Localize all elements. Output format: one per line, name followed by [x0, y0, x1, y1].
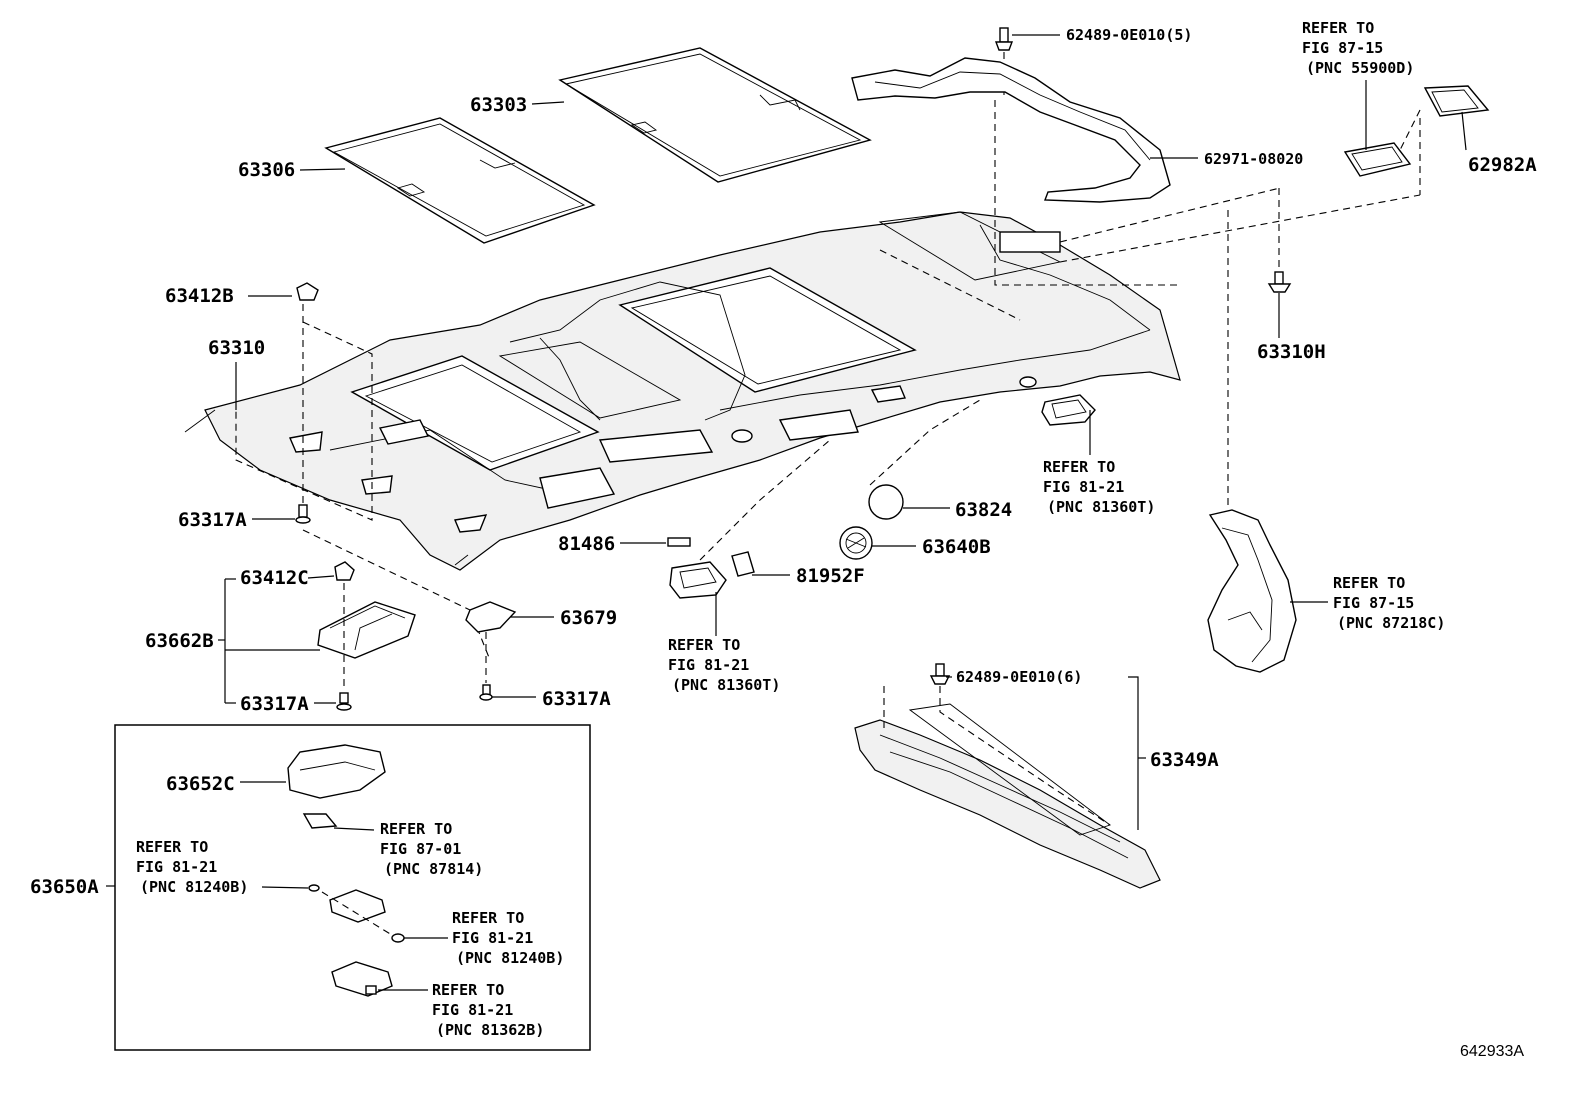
refer-pnc: (PNC 87218C) — [1337, 614, 1445, 632]
part-number-63412B: 63412B — [165, 285, 234, 307]
refer-fig: FIG 81-21 — [136, 858, 217, 876]
refer-fig: FIG 81-21 — [1043, 478, 1124, 496]
refer-pnc: (PNC 81362B) — [436, 1021, 544, 1039]
clip-81486[interactable] — [667, 537, 691, 547]
clip-62489-6[interactable] — [929, 663, 951, 685]
part-number-63317A-1: 63317A — [178, 509, 247, 531]
refer-label: REFER TO — [380, 820, 452, 838]
refer-pnc: (PNC 81360T) — [672, 676, 780, 694]
refer-note-55900D: REFER TO FIG 87-15 (PNC 55900D) — [1302, 19, 1414, 77]
refer-note-81360T-center: REFER TO FIG 81-21 (PNC 81360T) — [668, 636, 780, 694]
refer-label: REFER TO — [432, 981, 504, 999]
part-number-63310: 63310 — [208, 337, 265, 359]
refer-label: REFER TO — [136, 838, 208, 856]
clip-63412C[interactable] — [334, 561, 355, 581]
refer-fig: FIG 87-15 — [1302, 39, 1383, 57]
cover-81952F[interactable] — [731, 551, 755, 577]
switch-55900D[interactable] — [1343, 142, 1412, 177]
refer-pnc: (PNC 81240B) — [456, 949, 564, 967]
refer-fig: FIG 87-01 — [380, 840, 461, 858]
clip-63412B[interactable] — [296, 282, 319, 301]
refer-label: REFER TO — [1333, 574, 1405, 592]
lamp-62982A[interactable] — [1423, 85, 1490, 117]
refer-label: REFER TO — [1043, 458, 1115, 476]
part-number-62982A: 62982A — [1468, 154, 1537, 176]
label-63303: 63303 — [470, 94, 565, 116]
part-number-63306: 63306 — [238, 159, 295, 181]
lamp-81360T-center[interactable] — [669, 561, 727, 599]
part-number-81952F: 81952F — [796, 565, 865, 587]
refer-pnc: (PNC 87814) — [384, 860, 483, 878]
refer-note-81240B-left: REFER TO FIG 81-21 (PNC 81240B) — [136, 838, 248, 896]
part-number-63640B: 63640B — [922, 536, 991, 558]
screw-63317A-1[interactable] — [295, 504, 311, 524]
figure-id: 642933A — [1460, 1043, 1524, 1060]
refer-label: REFER TO — [668, 636, 740, 654]
part-number-63303: 63303 — [470, 94, 527, 116]
part-number-62971: 62971-08020 — [1204, 150, 1303, 168]
refer-note-87218C: REFER TO FIG 87-15 (PNC 87218C) — [1333, 574, 1445, 632]
refer-fig: FIG 87-15 — [1333, 594, 1414, 612]
refer-fig: FIG 81-21 — [668, 656, 749, 674]
refer-pnc: (PNC 55900D) — [1306, 59, 1414, 77]
cap-63640B[interactable] — [839, 526, 873, 560]
lens-87814[interactable] — [302, 813, 338, 829]
refer-note-81240B-right: REFER TO FIG 81-21 (PNC 81240B) — [452, 909, 564, 967]
refer-label: REFER TO — [452, 909, 524, 927]
part-number-62489-6: 62489-0E010(6) — [956, 668, 1082, 686]
air-duct-62971[interactable] — [851, 57, 1171, 203]
board-81240B[interactable] — [329, 889, 386, 923]
refer-note-87814: REFER TO FIG 87-01 (PNC 87814) — [380, 820, 483, 878]
part-number-63650A: 63650A — [30, 876, 99, 898]
refer-note-81360T-right: REFER TO FIG 81-21 (PNC 81360T) — [1043, 458, 1155, 516]
console-63652C[interactable] — [287, 744, 386, 799]
headliner-63310[interactable] — [184, 211, 1181, 571]
part-number-81486: 81486 — [558, 533, 615, 555]
board-81362B[interactable] — [331, 961, 393, 997]
part-number-63662B: 63662B — [145, 630, 214, 652]
clip-62489-5[interactable] — [994, 27, 1014, 51]
part-number-63317A-3: 63317A — [542, 688, 611, 710]
part-number-62489-5: 62489-0E010(5) — [1066, 26, 1192, 44]
refer-fig: FIG 81-21 — [432, 1001, 513, 1019]
refer-pnc: (PNC 81240B) — [140, 878, 248, 896]
sunshade-63303[interactable] — [558, 47, 872, 183]
part-number-63679: 63679 — [560, 607, 617, 629]
part-number-63824: 63824 — [955, 499, 1012, 521]
bulb-81240B-left[interactable] — [308, 884, 320, 892]
hook-63679[interactable] — [465, 601, 517, 633]
refer-pnc: (PNC 81360T) — [1047, 498, 1155, 516]
duct-87218C[interactable] — [1207, 509, 1297, 673]
clip-63310H[interactable] — [1267, 271, 1292, 293]
screw-63317A-3[interactable] — [479, 684, 493, 701]
part-number-63652C: 63652C — [166, 773, 235, 795]
part-number-63412C: 63412C — [240, 567, 309, 589]
refer-note-81362B: REFER TO FIG 81-21 (PNC 81362B) — [432, 981, 544, 1039]
ring-63824[interactable] — [868, 484, 904, 520]
part-number-63310H: 63310H — [1257, 341, 1326, 363]
console-kit-box — [114, 724, 591, 1051]
bracket-63662B[interactable] — [317, 601, 416, 659]
sunshade-63306[interactable] — [324, 117, 596, 244]
rail-63349A[interactable] — [854, 703, 1161, 889]
refer-fig: FIG 81-21 — [452, 929, 533, 947]
lamp-81360T-right[interactable] — [1041, 394, 1096, 426]
screw-63317A-2[interactable] — [336, 692, 352, 711]
label-63306: 63306 — [238, 159, 346, 181]
part-number-63349A: 63349A — [1150, 749, 1219, 771]
part-number-63317A-2: 63317A — [240, 693, 309, 715]
refer-label: REFER TO — [1302, 19, 1374, 37]
bulb-81240B-right[interactable] — [391, 933, 405, 943]
